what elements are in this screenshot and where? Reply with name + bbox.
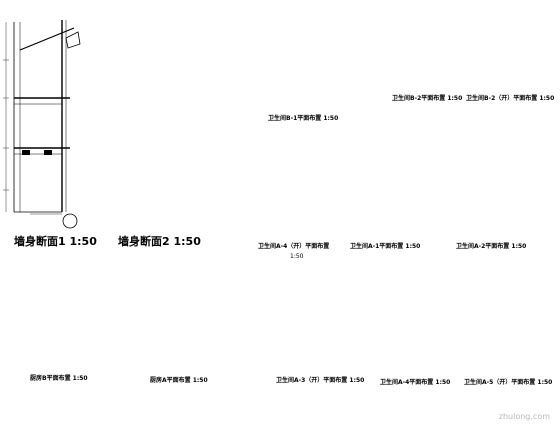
title-toilet-b1: 卫生间B-1平面布置 1:50 (268, 115, 339, 122)
title-toilet-a4: 卫生间A-4（开）平面布置 (258, 243, 330, 250)
title-toilet-b2: 卫生间B-2平面布置 1:50 (392, 95, 463, 102)
title-kitchen-a: 厨房A平面布置 1:50 (150, 377, 208, 384)
title-toilet-b2-alt: 卫生间B-2（开）平面布置 1:50 (466, 95, 555, 102)
title-kitchen-b: 厨房B平面布置 1:50 (30, 375, 88, 382)
title-wall-section-1: 墙身断面1 1:50 (14, 235, 97, 248)
watermark: zhulong.com (498, 412, 550, 421)
title-toilet-a1: 卫生间A-1平面布置 1:50 (350, 243, 421, 250)
title-toilet-c1: 卫生间A-3（开）平面布置 1:50 (276, 377, 365, 384)
title-wall-section-2: 墙身断面2 1:50 (118, 235, 201, 248)
wall-section-1 (3, 20, 81, 229)
title-toilet-c2: 卫生间A-4平面布置 1:50 (380, 379, 451, 386)
title-toilet-c3: 卫生间A-5（开）平面布置 1:50 (464, 379, 553, 386)
title-toilet-a2: 卫生间A-2平面布置 1:50 (456, 243, 527, 250)
scale-toilet-a4: 1:50 (290, 253, 304, 260)
